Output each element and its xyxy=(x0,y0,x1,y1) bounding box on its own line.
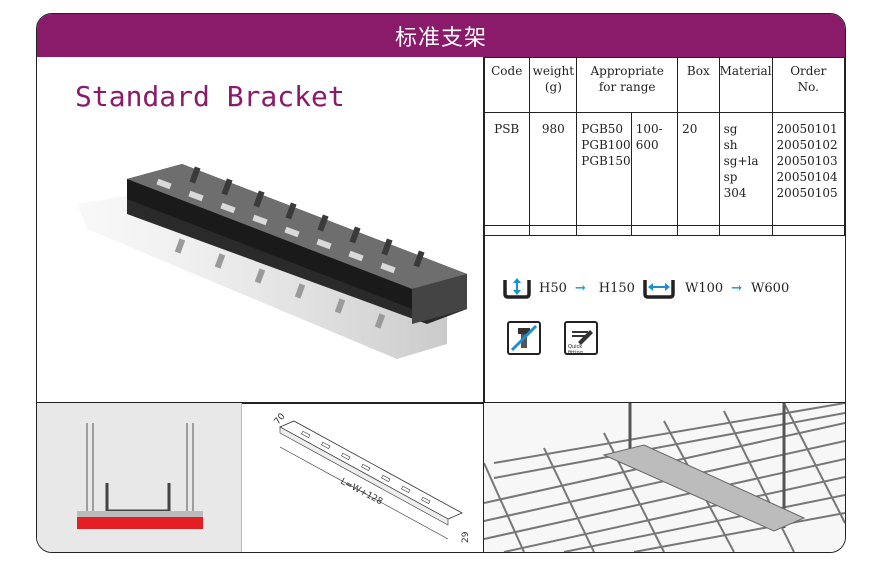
table-row: PSB 980 PGB50 PGB100 PGB150 100-600 20 s… xyxy=(482,112,845,236)
dimension-range: H50 → H150 W100 → W600 xyxy=(501,276,795,300)
header-box: Box xyxy=(677,57,720,113)
divider-bottom-left xyxy=(241,403,242,552)
catalog-frame: 标准支架 Standard Bracket xyxy=(36,13,846,553)
technical-drawing: 70 L=W+128 29 xyxy=(273,412,471,543)
width-min: W100 xyxy=(684,280,724,296)
header-material: Material xyxy=(718,57,773,113)
quick-fitting-icon: Quick fitting xyxy=(564,321,598,356)
header-code: Code xyxy=(482,57,531,113)
height-adjust-icon xyxy=(503,278,531,299)
product-illustration xyxy=(77,164,467,359)
height-min: H50 xyxy=(539,280,567,296)
height-max: H150 xyxy=(598,280,635,296)
cell-materials: sg sh sg+la sp 304 xyxy=(718,112,773,236)
quick-fitting-label: Quick fitting xyxy=(568,344,583,356)
cell-models: PGB50 PGB100 PGB150 xyxy=(576,112,632,236)
product-name: Standard Bracket xyxy=(75,80,345,113)
cell-box: 20 xyxy=(677,112,720,236)
width-max: W600 xyxy=(751,280,790,296)
dim-height-label: 29 xyxy=(461,531,471,543)
width-adjust-icon xyxy=(643,280,675,299)
no-screw-icon xyxy=(507,321,541,355)
title-bar: 标准支架 xyxy=(37,14,845,57)
cell-code: PSB xyxy=(482,112,531,236)
arrow-icon: → xyxy=(574,280,586,296)
divider-vertical xyxy=(483,57,485,552)
cell-weight: 980 xyxy=(529,112,578,236)
page-title: 标准支架 xyxy=(394,25,487,51)
header-weight: weight(g) xyxy=(529,57,578,113)
cell-range: 100-600 xyxy=(630,112,679,236)
wire-mesh-photo xyxy=(484,403,845,552)
divider-horizontal xyxy=(37,402,845,404)
cell-orders: 20050101 20050102 20050103 20050104 2005… xyxy=(771,112,845,236)
installation-diagram xyxy=(77,423,203,529)
arrow-icon: → xyxy=(731,280,743,296)
